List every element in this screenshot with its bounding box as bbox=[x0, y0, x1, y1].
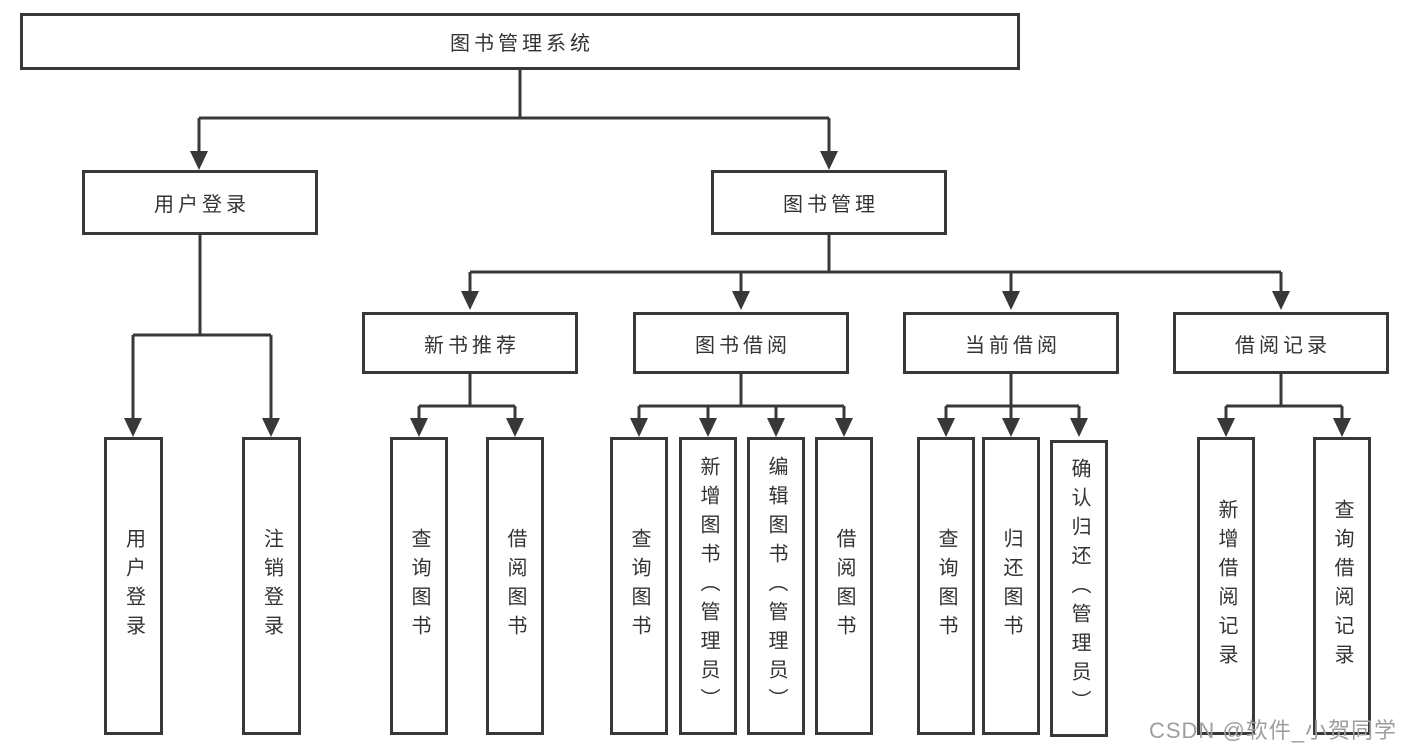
connector-book-borrow-split bbox=[637, 374, 846, 418]
arrowhead-leaf-logout bbox=[262, 418, 280, 437]
arrowhead-cb-confirm-return bbox=[1070, 418, 1088, 437]
arrowhead-bb-add-book bbox=[699, 418, 717, 437]
arrowhead-book-borrow bbox=[732, 291, 750, 310]
connector-current-borrow-split bbox=[944, 374, 1081, 418]
node-book-management: 图书管理 bbox=[711, 170, 947, 235]
leaf-logout: 注销登录 bbox=[242, 437, 301, 735]
arrowhead-leaf-user-login bbox=[124, 418, 142, 437]
leaf-br-query-record: 查询借阅记录 bbox=[1313, 437, 1371, 735]
arrowhead-bb-edit-book bbox=[767, 418, 785, 437]
arrowhead-cb-return-book bbox=[1002, 418, 1020, 437]
node-new-book-recommend: 新书推荐 bbox=[362, 312, 578, 374]
leaf-nbr-query-books: 查询图书 bbox=[390, 437, 448, 735]
arrowhead-book-management bbox=[820, 151, 838, 170]
leaf-cb-confirm-return-admin: 确认归还（管理员） bbox=[1050, 440, 1108, 737]
leaf-cb-return-book: 归还图书 bbox=[982, 437, 1040, 735]
leaf-br-add-record: 新增借阅记录 bbox=[1197, 437, 1255, 735]
arrowhead-borrow-records bbox=[1272, 291, 1290, 310]
connector-borrow-records-split bbox=[1224, 374, 1344, 418]
arrowhead-br-add-record bbox=[1217, 418, 1235, 437]
arrowhead-user-login bbox=[190, 151, 208, 170]
arrowhead-current-borrow bbox=[1002, 291, 1020, 310]
arrowhead-new-book-recommend bbox=[461, 291, 479, 310]
node-user-login: 用户登录 bbox=[82, 170, 318, 235]
node-book-borrow: 图书借阅 bbox=[633, 312, 849, 374]
leaf-bb-borrow-books: 借阅图书 bbox=[815, 437, 873, 735]
arrowhead-cb-query-books bbox=[937, 418, 955, 437]
node-current-borrow: 当前借阅 bbox=[903, 312, 1119, 374]
connector-root-to-level2 bbox=[197, 69, 831, 151]
arrowhead-bb-borrow-books bbox=[835, 418, 853, 437]
leaf-bb-add-book-admin: 新增图书（管理员） bbox=[679, 437, 737, 735]
node-borrow-records: 借阅记录 bbox=[1173, 312, 1389, 374]
leaf-bb-edit-book-admin: 编辑图书（管理员） bbox=[747, 437, 805, 735]
leaf-user-login: 用户登录 bbox=[104, 437, 163, 735]
csdn-watermark: CSDN @软件_小贺同学 bbox=[1148, 718, 1397, 743]
arrowhead-bb-query-books bbox=[630, 418, 648, 437]
node-root: 图书管理系统 bbox=[20, 13, 1020, 70]
arrowhead-nbr-query-books bbox=[410, 418, 428, 437]
leaf-cb-query-books: 查询图书 bbox=[917, 437, 975, 735]
connector-book-management-split bbox=[468, 235, 1283, 291]
arrowhead-br-query-record bbox=[1333, 418, 1351, 437]
connector-user-login-split bbox=[131, 235, 273, 418]
leaf-nbr-borrow-books: 借阅图书 bbox=[486, 437, 544, 735]
arrowhead-nbr-borrow-books bbox=[506, 418, 524, 437]
connector-new-book-recommend-split bbox=[417, 374, 517, 418]
leaf-bb-query-books: 查询图书 bbox=[610, 437, 668, 735]
